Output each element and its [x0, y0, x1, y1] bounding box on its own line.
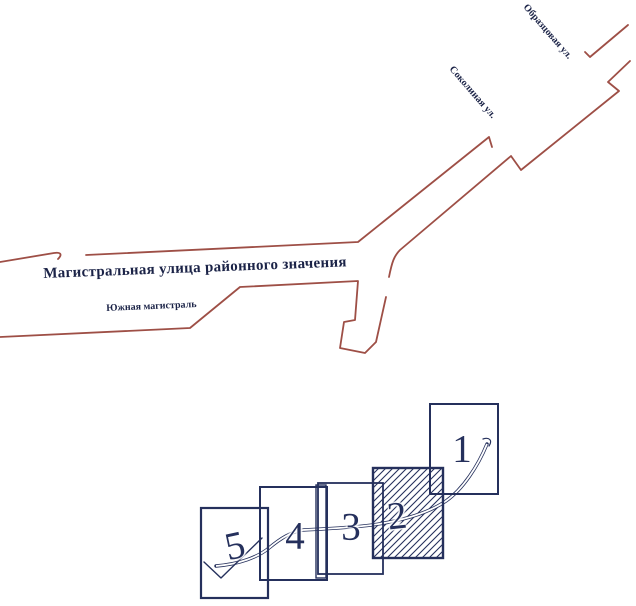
- section-number-1: 1: [452, 427, 472, 471]
- ravine-tip-hook: [482, 437, 492, 447]
- main-street-top-edge-left-segment: [0, 251, 62, 263]
- section-rect-4: [259, 486, 328, 581]
- section-number-3: 3: [341, 505, 361, 549]
- section-rect-3: [317, 482, 384, 575]
- section-number-2: 2: [385, 493, 409, 539]
- section-rect-2: [371, 466, 445, 560]
- section-2-hatch-fill: [373, 468, 443, 558]
- obraztsovaya-street-corner: [584, 24, 629, 58]
- main-street-bottom-edge-and-south-branch: [0, 280, 387, 354]
- ravine-tail-check: [203, 537, 263, 579]
- section-strip: [315, 484, 327, 579]
- section-rect-5: [199, 506, 270, 600]
- sokolinaya-right-edge: [388, 60, 631, 278]
- section-rect-1: [429, 403, 499, 495]
- section-number-4: 4: [285, 514, 305, 558]
- main-street-top-edge-and-sokolinaya-left-edge: [85, 136, 493, 256]
